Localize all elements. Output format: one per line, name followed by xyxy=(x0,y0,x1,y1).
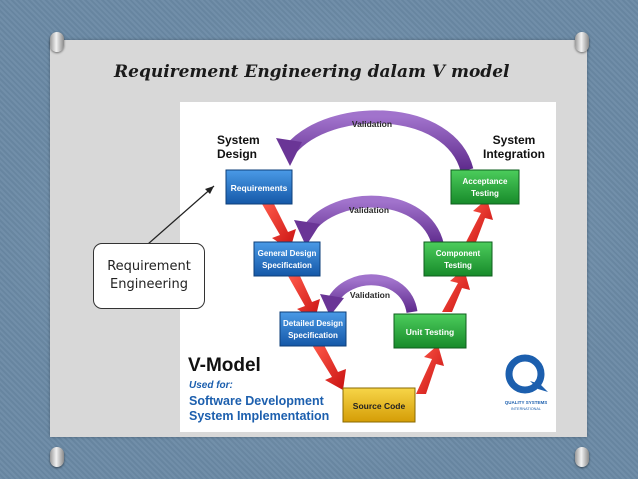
box-component-testing-label-1: Component xyxy=(436,249,481,258)
pushpin-bottom-right xyxy=(575,447,589,467)
validation-arrow-bottom xyxy=(327,274,418,314)
validation-arrowhead-middle xyxy=(294,220,320,246)
requirement-engineering-callout: Requirement Engineering xyxy=(93,243,205,309)
validation-label-bottom: Validation xyxy=(350,290,390,300)
up-arrow-3 xyxy=(466,199,493,242)
validation-arrow-middle xyxy=(303,195,444,247)
down-arrow-2 xyxy=(288,276,320,320)
box-detailed-design: Detailed Design Specification xyxy=(279,311,347,347)
pushpin-top-right xyxy=(575,32,589,52)
validation-arrows xyxy=(276,110,474,316)
up-arrow-2 xyxy=(442,269,470,312)
left-heading-line-2: Design xyxy=(217,147,257,161)
box-component-testing: Component Testing xyxy=(423,241,493,277)
box-general-design-label-1: General Design xyxy=(258,249,317,258)
box-unit-testing-label: Unit Testing xyxy=(406,327,454,337)
left-heading-line-1: System xyxy=(217,133,260,147)
validation-label-top: Validation xyxy=(352,119,392,129)
down-arrow-1 xyxy=(262,204,296,250)
slide-title: Requirement Engineering dalam V model xyxy=(114,62,510,82)
validation-label-middle: Validation xyxy=(349,205,389,215)
box-source-code: Source Code xyxy=(342,387,416,423)
use-line-2: System Implementation xyxy=(189,409,329,423)
box-acceptance-testing-label-1: Acceptance xyxy=(463,177,508,186)
validation-arrow-top xyxy=(285,110,474,173)
up-arrow-1 xyxy=(416,345,444,394)
pushpin-top-left xyxy=(50,32,64,52)
logo-text-line-2: INTERNATIONAL xyxy=(511,407,541,411)
validation-arrowhead-top xyxy=(276,138,302,166)
logo-text-line-1: QUALITY SYSTEMS xyxy=(505,400,547,405)
right-heading-line-2: Integration xyxy=(483,147,545,161)
box-acceptance-testing-label-2: Testing xyxy=(471,189,499,198)
box-requirements-label: Requirements xyxy=(231,183,288,193)
callout-label: Requirement Engineering xyxy=(107,259,191,292)
used-for-label: Used for: xyxy=(189,380,233,391)
validation-arrowhead-bottom xyxy=(320,294,344,316)
use-line-1: Software Development xyxy=(189,394,325,408)
right-heading-line-1: System xyxy=(493,133,536,147)
box-unit-testing: Unit Testing xyxy=(393,313,467,349)
quality-systems-logo: Q QUALITY SYSTEMS INTERNATIONAL xyxy=(505,354,548,411)
box-detailed-design-label-2: Specification xyxy=(288,331,338,340)
box-acceptance-testing: Acceptance Testing xyxy=(450,169,520,205)
pushpin-bottom-left xyxy=(50,447,64,467)
down-arrows xyxy=(262,204,346,390)
box-requirements: Requirements xyxy=(225,169,293,205)
box-component-testing-label-2: Testing xyxy=(444,261,472,270)
box-general-design: General Design Specification xyxy=(253,241,321,277)
model-title: V-Model xyxy=(188,355,261,376)
down-arrow-3 xyxy=(312,345,346,390)
box-general-design-label-2: Specification xyxy=(262,261,312,270)
v-model-figure: Requirements General Design Specificatio… xyxy=(180,102,556,432)
up-arrows xyxy=(416,199,493,394)
box-detailed-design-label-1: Detailed Design xyxy=(283,319,343,328)
v-model-diagram: Requirements General Design Specificatio… xyxy=(188,110,548,423)
box-source-code-label: Source Code xyxy=(353,401,406,411)
